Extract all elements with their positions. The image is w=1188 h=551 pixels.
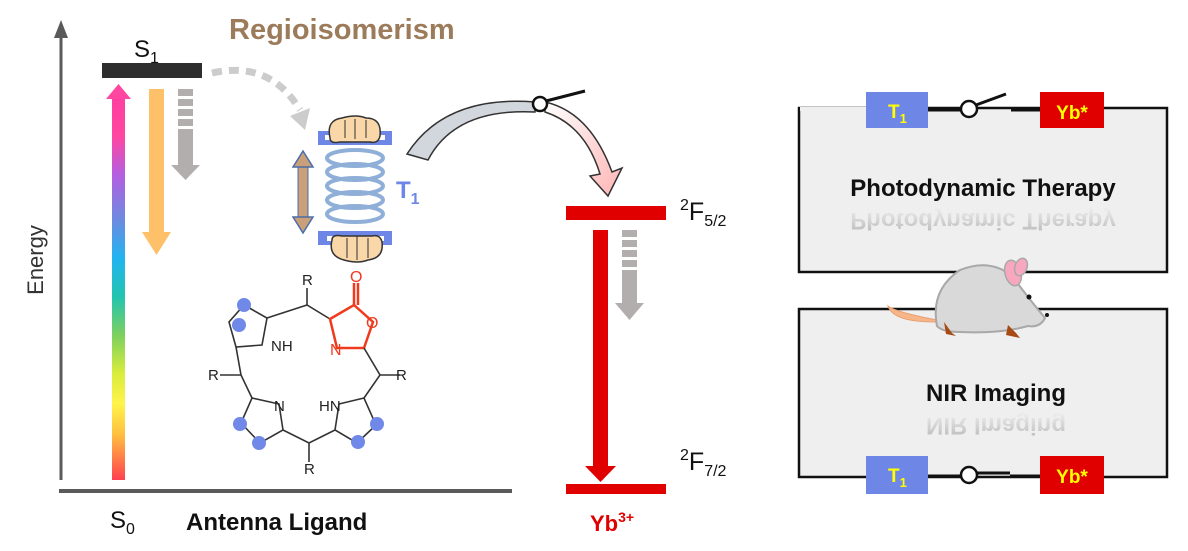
- r-left-label: R: [208, 367, 219, 384]
- hn-label: HN: [319, 398, 341, 415]
- pdt-t1-box-label: T1: [888, 102, 907, 126]
- nir-yb-box: [1040, 456, 1104, 494]
- nir-title: NIR Imaging: [926, 380, 1066, 407]
- mouse-icon: [887, 257, 1049, 338]
- yb-emission-arrow: [585, 230, 616, 482]
- f52-label: 2F5/2: [680, 197, 727, 230]
- oxazolone-o-label: O: [366, 315, 378, 332]
- substituent-dots: [232, 298, 384, 450]
- s1-level-bar: [102, 63, 202, 78]
- nir-panel: T1 Yb* NIR Imaging NIR Imaging: [797, 307, 1169, 494]
- energy-axis: [54, 20, 512, 493]
- yb-nonradiative-arrow: [615, 230, 644, 320]
- regioisomerism-title: Regioisomerism: [229, 14, 455, 46]
- nir-t1-box: [866, 456, 928, 494]
- pdt-yb-box-label: Yb*: [1056, 103, 1088, 124]
- compression-double-arrow-icon: [291, 149, 315, 235]
- nh-label: NH: [271, 338, 293, 355]
- nir-title-reflection: NIR Imaging: [926, 412, 1066, 439]
- s1-label: S1: [134, 36, 159, 67]
- pdt-title: Photodynamic Therapy: [850, 175, 1116, 202]
- pdt-yb-box: [1040, 92, 1104, 128]
- pdt-title-reflection: Photodynamic Therapy: [850, 207, 1116, 234]
- nir-t1-box-label: T1: [888, 466, 907, 490]
- oxazolone-n-label: N: [330, 342, 342, 359]
- t1-label: T1: [396, 177, 420, 208]
- absorption-arrow: [106, 84, 131, 480]
- f72-level-bar: [566, 484, 666, 494]
- hand-bottom-icon: [330, 234, 383, 263]
- f72-label: 2F7/2: [680, 447, 727, 480]
- switch-pivot-icon: [531, 95, 549, 113]
- pdt-t1-box: [866, 92, 928, 128]
- switch-lever: [545, 89, 586, 103]
- r-bottom-label: R: [304, 461, 315, 478]
- fluorescence-arrow: [142, 89, 171, 255]
- s0-label: S0: [110, 507, 135, 538]
- hand-top-icon: [328, 115, 381, 144]
- nir-yb-box-label: Yb*: [1056, 467, 1088, 488]
- pdt-switch-open-lever: [975, 92, 1007, 107]
- f52-level-bar: [566, 206, 666, 220]
- r-right-label: R: [396, 367, 407, 384]
- energy-transfer-arrow: [405, 89, 624, 198]
- energy-axis-label: Energy: [23, 225, 48, 295]
- r-top-label: R: [302, 272, 313, 289]
- spring-t1-illustration: [291, 115, 392, 263]
- n-label: N: [274, 398, 285, 415]
- nonradiative-arrow: [171, 89, 200, 180]
- pdt-switch-pivot-icon: [959, 99, 979, 119]
- carbonyl-o-label: O: [350, 269, 362, 286]
- antenna-ligand-caption: Antenna Ligand: [186, 509, 367, 536]
- isc-dashed-arrow: [211, 66, 310, 130]
- pdt-panel: T1 Yb* Photodynamic Therapy Photodynamic…: [797, 92, 1169, 274]
- yb-ion-label: Yb3+: [590, 509, 634, 536]
- nir-switch-pivot-icon: [959, 465, 979, 485]
- axis-arrowhead-icon: [54, 20, 68, 38]
